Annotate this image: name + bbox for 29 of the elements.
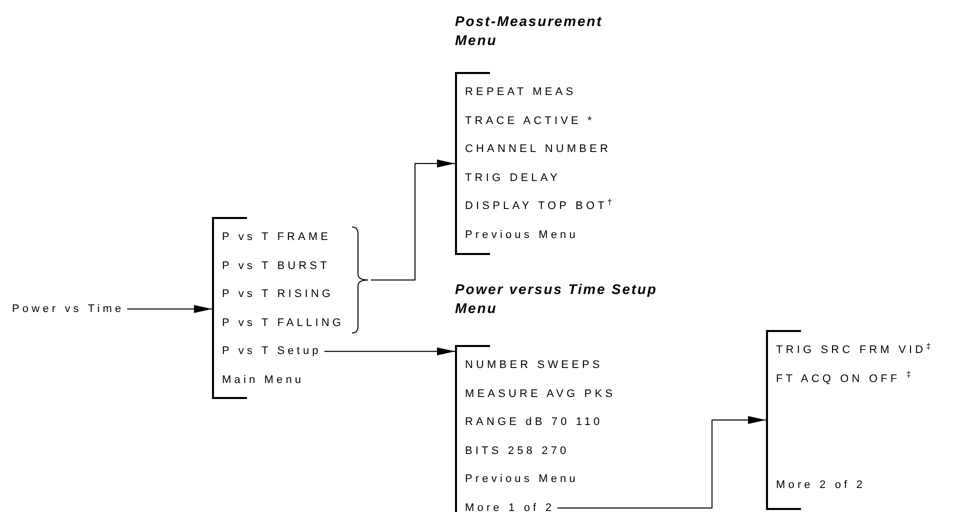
curly-brace	[352, 226, 368, 334]
arrow	[126, 305, 212, 313]
menu-item: DISPLAY TOP BOT$^{†}$	[465, 199, 616, 214]
menu-item: More 1 of 2	[465, 501, 555, 512]
menu-item: Previous Menu	[465, 228, 578, 242]
menu-item: P vs T FALLING	[222, 316, 344, 330]
menu-item: P vs T RISING	[222, 287, 334, 302]
menu-item: P vs T FRAME	[222, 230, 332, 244]
menu-item: TRIG DELAY	[465, 170, 560, 185]
menu-item: REPEAT MEAS	[465, 85, 576, 99]
menu-item: BITS 258 270	[465, 444, 570, 458]
menu-heading: Post-Measurement Menu	[455, 12, 604, 50]
menu-item: FT ACQ ON OFF $^{‡}$	[776, 372, 914, 386]
menu-label: Power vs Time	[12, 302, 124, 316]
menu-item: MEASURE AVG PKS	[465, 386, 616, 401]
menu-item: More 2 of 2	[776, 478, 866, 492]
arrow	[557, 416, 766, 508]
menu-item: Previous Menu	[465, 472, 578, 486]
arrow	[324, 347, 456, 356]
menu-item: P vs T BURST	[222, 258, 330, 273]
menu-item: Main Menu	[222, 373, 304, 387]
menu-item: CHANNEL NUMBER	[465, 142, 612, 156]
menu-item: TRIG SRC FRM VID$^{‡}$	[776, 343, 934, 357]
menu-item: P vs T Setup	[222, 344, 322, 358]
menu-item: TRACE ACTIVE *	[465, 114, 595, 128]
menu-heading: Power versus Time Setup Menu	[455, 280, 658, 318]
arrow	[370, 160, 456, 280]
menu-item: NUMBER SWEEPS	[465, 358, 603, 372]
menu-item: RANGE dB 70 110	[465, 415, 603, 430]
